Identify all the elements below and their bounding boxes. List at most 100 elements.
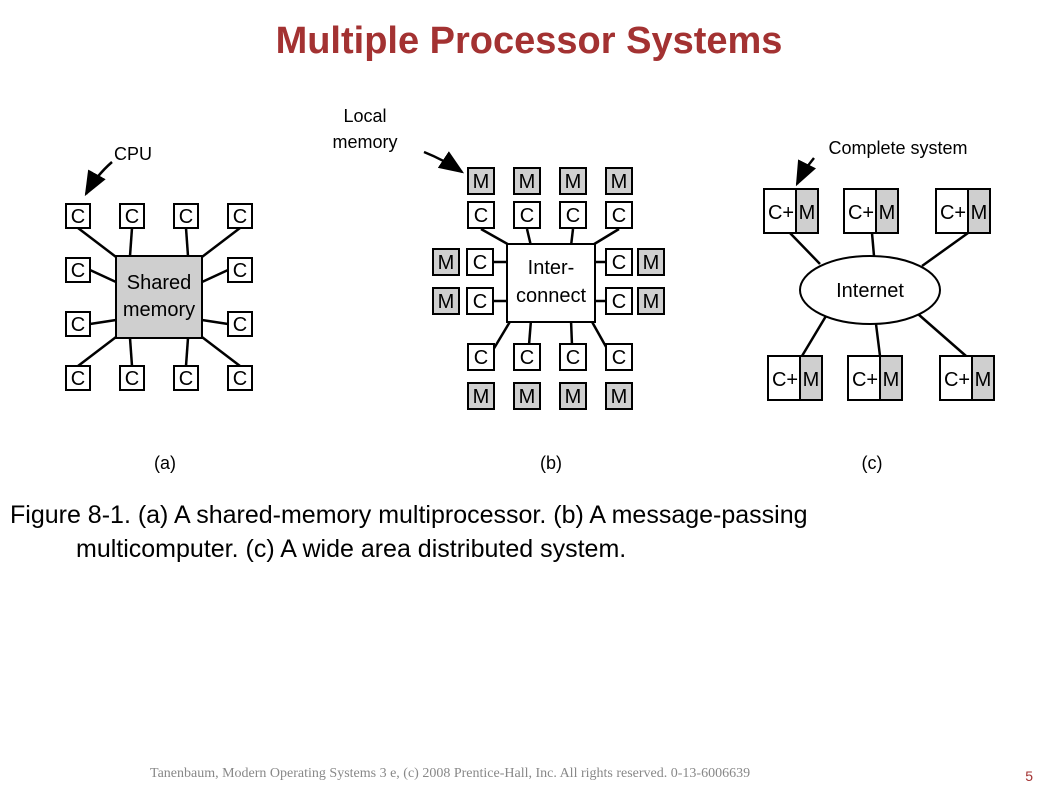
panel-caption: (a) bbox=[154, 453, 176, 473]
node-cpu-label: C+ bbox=[852, 369, 878, 391]
slide-title: Multiple Processor Systems bbox=[275, 20, 783, 62]
local-memory-box bbox=[513, 382, 541, 410]
node-memory-part bbox=[971, 355, 995, 401]
cpu-box bbox=[513, 343, 541, 371]
cpu-box bbox=[173, 365, 199, 391]
cpu-box-label: C bbox=[566, 347, 580, 369]
callout-arrow bbox=[423, 150, 465, 174]
cpu-label: C bbox=[125, 206, 139, 228]
cpu-box bbox=[227, 203, 253, 229]
cpu-label: C bbox=[179, 368, 193, 390]
local-memory-box-label: M bbox=[611, 386, 628, 408]
complete-system-callout-label: Complete system bbox=[828, 138, 967, 158]
local-memory-box bbox=[559, 382, 587, 410]
cpu-box-label: C bbox=[473, 252, 487, 274]
cpu-label: C bbox=[71, 368, 85, 390]
caption-line-1: Figure 8-1. (a) A shared-memory multipro… bbox=[10, 501, 808, 529]
cpu-label: C bbox=[233, 260, 247, 282]
cpu-box-label: C bbox=[474, 347, 488, 369]
bus-line bbox=[128, 337, 134, 367]
bus-line bbox=[128, 227, 134, 257]
footer-copyright: Tanenbaum, Modern Operating Systems 3 e,… bbox=[150, 766, 751, 781]
cpu-box bbox=[605, 343, 633, 371]
bus-line bbox=[77, 227, 121, 261]
cpu-box bbox=[119, 365, 145, 391]
shared-memory-label: Shared bbox=[127, 272, 192, 294]
caption-line-2: multicomputer. (c) A wide area distribut… bbox=[76, 535, 627, 563]
cpu-box bbox=[65, 203, 91, 229]
bus-line bbox=[197, 333, 241, 367]
local-memory-box-label: M bbox=[473, 171, 490, 193]
local-memory-box-label: M bbox=[519, 171, 536, 193]
figure-caption: Figure 8-1. (a) A shared-memory multipro… bbox=[10, 498, 1050, 566]
cpu-box-label: C bbox=[612, 291, 626, 313]
cpu-box-label: C bbox=[474, 205, 488, 227]
callout-arrow bbox=[795, 157, 817, 187]
node-memory-label: M bbox=[975, 369, 992, 391]
cpu-label: C bbox=[179, 206, 193, 228]
node-memory-part bbox=[875, 188, 899, 234]
network-link bbox=[874, 323, 882, 357]
cpu-box bbox=[467, 343, 495, 371]
panel-caption: (b) bbox=[540, 453, 562, 473]
network-link bbox=[800, 315, 828, 357]
local-memory-box bbox=[637, 248, 665, 276]
local-memory-box bbox=[467, 167, 495, 195]
network-link bbox=[789, 232, 821, 265]
cpu-label: C bbox=[233, 368, 247, 390]
bus-line bbox=[89, 318, 117, 326]
cpu-box-label: C bbox=[612, 252, 626, 274]
cpu-box bbox=[605, 201, 633, 229]
cpu-box bbox=[65, 257, 91, 283]
cpu-box bbox=[466, 248, 494, 276]
node-cpu-part bbox=[843, 188, 877, 234]
internet-label: Internet bbox=[836, 280, 904, 302]
local-memory-box-label: M bbox=[643, 252, 660, 274]
cpu-label: C bbox=[233, 314, 247, 336]
shared-memory-label: memory bbox=[123, 299, 195, 321]
callout-arrow bbox=[84, 161, 113, 197]
cpu-box bbox=[227, 257, 253, 283]
cpu-box bbox=[119, 203, 145, 229]
cpu-box-label: C bbox=[612, 347, 626, 369]
local-memory-box bbox=[637, 287, 665, 315]
node-memory-part bbox=[799, 355, 823, 401]
cpu-label: C bbox=[125, 368, 139, 390]
local-memory-box-label: M bbox=[473, 386, 490, 408]
local-memory-box-label: M bbox=[438, 291, 455, 313]
cpu-box-label: C bbox=[473, 291, 487, 313]
local-memory-box bbox=[432, 248, 460, 276]
cpu-box bbox=[559, 343, 587, 371]
local-memory-box bbox=[605, 167, 633, 195]
shared-memory-box bbox=[115, 255, 203, 339]
network-link bbox=[921, 231, 969, 268]
cpu-box bbox=[466, 287, 494, 315]
bus-line bbox=[201, 318, 229, 326]
local-memory-box bbox=[605, 382, 633, 410]
node-cpu-label: C+ bbox=[772, 369, 798, 391]
cpu-box-label: C bbox=[566, 205, 580, 227]
node-cpu-label: C+ bbox=[940, 202, 966, 224]
cpu-box bbox=[605, 287, 633, 315]
node-cpu-part bbox=[935, 188, 969, 234]
node-cpu-label: C+ bbox=[944, 369, 970, 391]
cpu-box bbox=[173, 203, 199, 229]
cpu-box bbox=[65, 311, 91, 337]
local-memory-box-label: M bbox=[611, 171, 628, 193]
local-memory-callout-label: memory bbox=[332, 132, 397, 152]
node-memory-part bbox=[879, 355, 903, 401]
network-link bbox=[870, 232, 876, 257]
cpu-box-label: C bbox=[520, 347, 534, 369]
internet-cloud bbox=[799, 255, 941, 325]
cpu-callout-label: CPU bbox=[114, 144, 152, 164]
local-memory-box-label: M bbox=[438, 252, 455, 274]
bus-line bbox=[89, 268, 117, 284]
bus-line bbox=[184, 227, 190, 257]
bus-line bbox=[77, 333, 121, 367]
local-memory-box bbox=[432, 287, 460, 315]
interconnect-box bbox=[506, 243, 596, 323]
node-memory-label: M bbox=[971, 202, 988, 224]
